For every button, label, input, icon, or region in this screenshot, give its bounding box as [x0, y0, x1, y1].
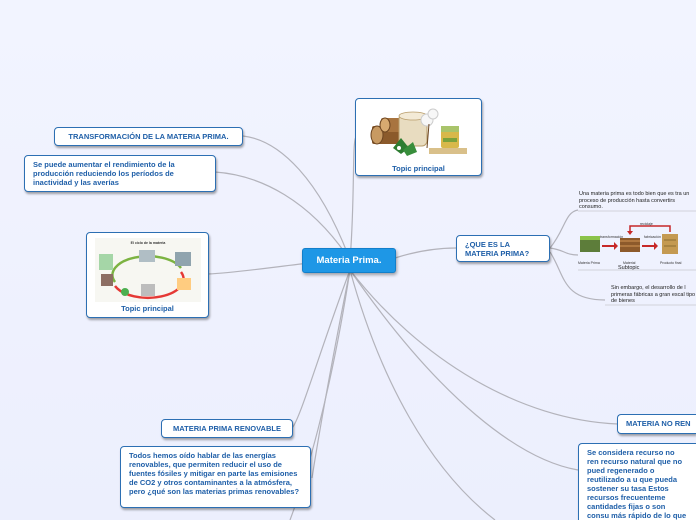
node-transformacion-label: TRANSFORMACIÓN DE LA MATERIA PRIMA.: [68, 132, 229, 141]
central-topic-label: Materia Prima.: [316, 255, 382, 266]
node-no-renovable-text-content: Se considera recurso no ren recurso natu…: [587, 448, 687, 520]
label-producto-final: Producto final: [660, 261, 682, 265]
process-diagram-image: [580, 225, 678, 254]
text-que-es-content: Una materia prima es todo bien que es tr…: [579, 191, 690, 210]
node-topic-left[interactable]: El ciclo de la materia Topic principal: [86, 232, 209, 318]
link-sin-embargo: [549, 251, 606, 301]
link-rendimiento: [214, 171, 351, 261]
node-topic-top-label: Topic principal: [392, 164, 445, 173]
raw-materials-image: [370, 108, 467, 156]
matter-cycle-image: El ciclo de la materia: [95, 238, 201, 302]
label-reciclaje: reciclaje: [640, 222, 653, 226]
link-extra-2: [349, 269, 496, 520]
label-material: Material: [623, 261, 636, 265]
label-fabricacion: fabricación: [644, 235, 661, 239]
node-que-es-label: ¿QUE ES LA MATERIA PRIMA?: [465, 240, 530, 258]
text-que-es[interactable]: Una materia prima es todo bien que es tr…: [579, 191, 696, 211]
node-renovable[interactable]: MATERIA PRIMA RENOVABLE: [161, 419, 293, 438]
link-que-es-text: [549, 209, 579, 249]
label-transformacion: transformación: [600, 235, 624, 239]
node-que-es[interactable]: ¿QUE ES LA MATERIA PRIMA?: [456, 235, 550, 262]
link-subtopic: [549, 247, 579, 256]
link-topic-top: [349, 136, 357, 261]
central-topic[interactable]: Materia Prima.: [302, 248, 396, 273]
link-no-renovable-text: [349, 269, 579, 471]
node-renovable-label: MATERIA PRIMA RENOVABLE: [173, 424, 281, 433]
node-topic-left-label: Topic principal: [121, 304, 174, 313]
node-no-renovable-label: MATERIA NO REN: [626, 419, 691, 428]
link-transformacion: [242, 135, 351, 261]
node-no-renovable-text[interactable]: Se considera recurso no ren recurso natu…: [578, 443, 696, 520]
subtopic-label[interactable]: Subtopic: [618, 265, 640, 271]
node-transformacion[interactable]: TRANSFORMACIÓN DE LA MATERIA PRIMA.: [54, 127, 243, 146]
text-sin-embargo[interactable]: Sin embargo, el desarrollo de l primeras…: [611, 285, 696, 305]
node-no-renovable[interactable]: MATERIA NO REN: [617, 414, 696, 434]
node-rendimiento[interactable]: Se puede aumentar el rendimiento de la p…: [24, 155, 216, 192]
label-materia-prima: Materia Prima: [578, 261, 600, 265]
cycle-title: El ciclo de la materia: [131, 241, 166, 245]
link-renovable: [291, 269, 351, 429]
node-topic-top[interactable]: Topic principal: [355, 98, 482, 176]
node-renovable-text-content: Todos hemos oído hablar de las energías …: [129, 451, 300, 496]
text-sin-embargo-content: Sin embargo, el desarrollo de l primeras…: [611, 285, 696, 304]
node-renovable-text[interactable]: Todos hemos oído hablar de las energías …: [120, 446, 311, 508]
node-rendimiento-label: Se puede aumentar el rendimiento de la p…: [33, 160, 175, 187]
subtopic-process-diagram[interactable]: Materia Prima Material Producto final tr…: [578, 222, 696, 268]
link-que-es: [394, 247, 457, 259]
link-no-renovable: [349, 269, 619, 425]
